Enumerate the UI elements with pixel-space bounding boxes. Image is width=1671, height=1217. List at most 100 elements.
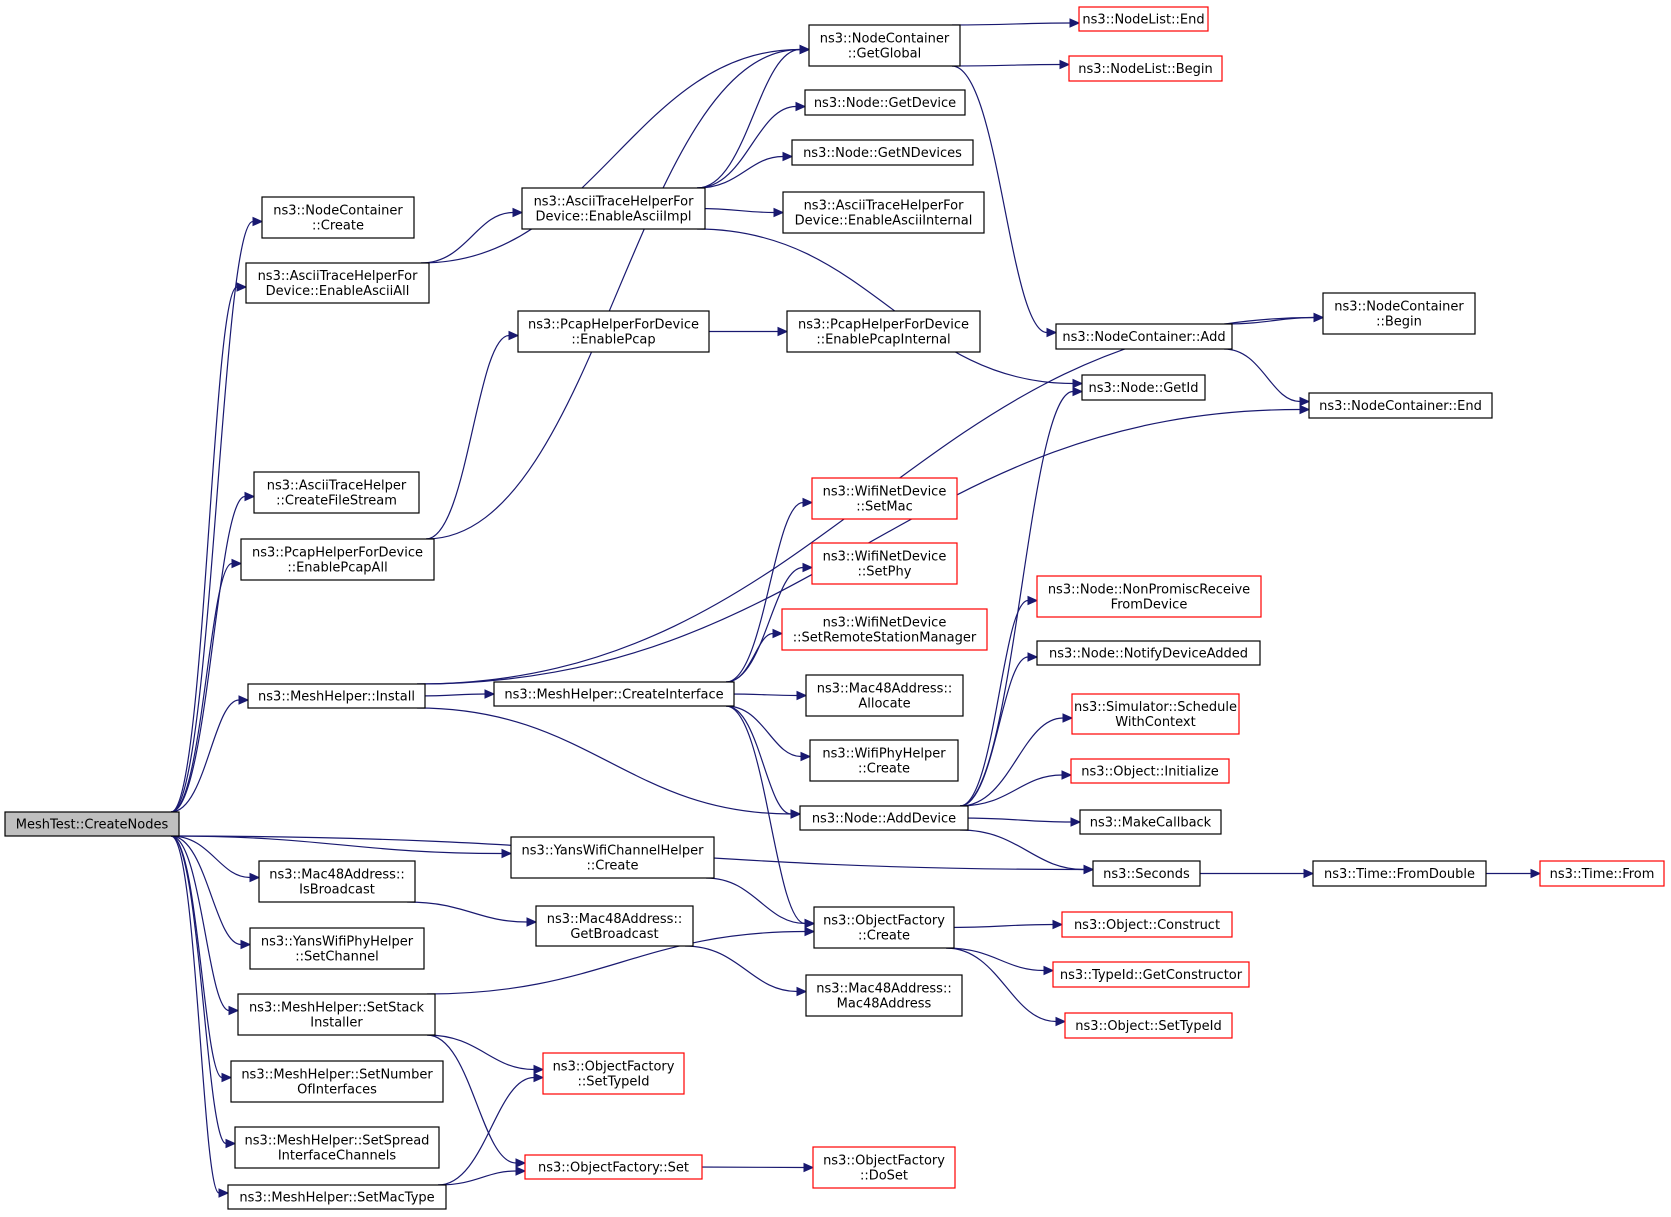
edge-line xyxy=(170,220,254,813)
node-mac-getb[interactable]: ns3::Mac48Address::GetBroadcast xyxy=(535,905,694,947)
arrowhead xyxy=(1069,18,1081,28)
node-box xyxy=(1071,693,1240,735)
node-wnd-setrsm[interactable]: ns3::WifiNetDevice::SetRemoteStationMana… xyxy=(781,608,988,651)
node-box xyxy=(240,538,435,581)
node-time-fromdouble[interactable]: ns3::Time::FromDouble xyxy=(1312,860,1487,887)
node-label: Allocate xyxy=(858,697,910,712)
node-label: ns3::MeshHelper::SetMacType xyxy=(239,1191,434,1206)
node-ascii-impl[interactable]: ns3::AsciiTraceHelperForDevice::EnableAs… xyxy=(521,187,706,230)
node-pcap-internal[interactable]: ns3::PcapHelperForDevice::EnablePcapInte… xyxy=(786,310,981,353)
node-mac-alloc[interactable]: ns3::Mac48Address::Allocate xyxy=(805,674,964,717)
node-ascii-internal[interactable]: ns3::AsciiTraceHelperForDevice::EnableAs… xyxy=(782,191,985,234)
node-ascii-all[interactable]: ns3::AsciiTraceHelperForDevice::EnableAs… xyxy=(245,262,430,304)
node-box xyxy=(261,196,415,239)
arrowhead xyxy=(238,695,250,705)
node-box xyxy=(1068,55,1223,82)
node-label: ns3::Object::Initialize xyxy=(1081,765,1219,780)
node-nc-begin[interactable]: ns3::NodeContainer::Begin xyxy=(1322,292,1476,335)
node-yans-phy-setch[interactable]: ns3::YansWifiPhyHelper::SetChannel xyxy=(249,927,425,970)
node-seconds[interactable]: ns3::Seconds xyxy=(1092,860,1201,887)
node-node-getnd[interactable]: ns3::Node::GetNDevices xyxy=(791,139,974,166)
node-obj-init[interactable]: ns3::Object::Initialize xyxy=(1070,758,1230,784)
arrowhead xyxy=(1299,396,1311,407)
node-mesh-ci[interactable]: ns3::MeshHelper::CreateInterface xyxy=(493,681,735,707)
edge-ascii_impl-to-nc_getglobal xyxy=(696,44,811,189)
node-box xyxy=(1052,961,1250,988)
edge-line xyxy=(725,705,806,925)
edge-ascii_impl-to-node_getdevice xyxy=(696,101,807,189)
node-label: ns3::NodeContainer xyxy=(273,204,403,219)
edge-root-to-yans_ch_create xyxy=(170,835,513,859)
node-obj-construct[interactable]: ns3::Object::Construct xyxy=(1061,911,1233,938)
node-nc-getglobal[interactable]: ns3::NodeContainer::GetGlobal xyxy=(808,24,961,67)
node-box xyxy=(1061,911,1233,938)
node-box xyxy=(1539,860,1665,887)
edge-line xyxy=(170,835,230,1012)
node-nc-create[interactable]: ns3::NodeContainer::Create xyxy=(261,196,415,239)
node-wphy-create[interactable]: ns3::WifiPhyHelper::Create xyxy=(809,739,959,782)
node-label: ns3::AsciiTraceHelper xyxy=(267,479,407,494)
node-of-create[interactable]: ns3::ObjectFactory::Create xyxy=(813,906,955,949)
node-makecb[interactable]: ns3::MakeCallback xyxy=(1079,809,1222,835)
node-yans-ch-create[interactable]: ns3::YansWifiChannelHelper::Create xyxy=(510,836,715,879)
arrowhead xyxy=(221,1072,233,1083)
node-label: ::SetPhy xyxy=(858,565,912,580)
edge-ascii_impl-to-ascii_internal xyxy=(696,207,785,218)
arrowhead xyxy=(231,558,243,569)
node-box xyxy=(1070,758,1230,784)
arrowhead xyxy=(1055,1016,1067,1027)
node-box xyxy=(247,683,426,709)
node-node-getid[interactable]: ns3::Node::GetId xyxy=(1081,374,1206,401)
node-obj-settypeid[interactable]: ns3::Object::SetTypeId xyxy=(1064,1012,1233,1039)
node-wnd-setphy[interactable]: ns3::WifiNetDevice::SetPhy xyxy=(811,542,958,585)
edge-line xyxy=(705,877,806,925)
node-box xyxy=(542,1052,685,1095)
edge-mesh_ci-to-wnd_setrsm xyxy=(725,628,784,683)
node-nl-end[interactable]: ns3::NodeList::End xyxy=(1078,6,1209,32)
node-label: ns3::Mac48Address:: xyxy=(816,982,951,997)
node-of-set[interactable]: ns3::ObjectFactory::Set xyxy=(524,1154,703,1180)
node-pcap-all[interactable]: ns3::PcapHelperForDevice::EnablePcapAll xyxy=(240,538,435,581)
edge-line xyxy=(725,705,802,758)
node-box xyxy=(805,974,963,1017)
node-box xyxy=(1312,860,1487,887)
node-node-getdevice[interactable]: ns3::Node::GetDevice xyxy=(804,89,966,116)
edge-node_adddevice-to-sim_swc xyxy=(959,713,1074,807)
node-mesh-setmac[interactable]: ns3::MeshHelper::SetMacType xyxy=(227,1184,447,1210)
node-time-from[interactable]: ns3::Time::From xyxy=(1539,860,1665,887)
node-mesh-setspread[interactable]: ns3::MeshHelper::SetSpreadInterfaceChann… xyxy=(234,1126,440,1169)
node-label: WithContext xyxy=(1115,715,1195,730)
node-pcap-enable[interactable]: ns3::PcapHelperForDevice::EnablePcap xyxy=(517,310,710,353)
node-nl-begin[interactable]: ns3::NodeList::Begin xyxy=(1068,55,1223,82)
node-ascii-cfs[interactable]: ns3::AsciiTraceHelper::CreateFileStream xyxy=(253,471,420,514)
node-wnd-setmac[interactable]: ns3::WifiNetDevice::SetMac xyxy=(811,477,958,520)
node-label: ::GetGlobal xyxy=(848,47,921,62)
edge-line xyxy=(959,656,1029,807)
node-nc-end[interactable]: ns3::NodeContainer::End xyxy=(1308,392,1493,419)
arrowhead xyxy=(804,918,816,929)
node-mesh-install[interactable]: ns3::MeshHelper::Install xyxy=(247,683,426,709)
node-mac-isb[interactable]: ns3::Mac48Address::IsBroadcast xyxy=(258,860,416,903)
node-node-nda[interactable]: ns3::Node::NotifyDeviceAdded xyxy=(1036,640,1261,666)
arrowhead xyxy=(1046,327,1058,338)
node-box xyxy=(809,739,959,782)
node-typeid-getctor[interactable]: ns3::TypeId::GetConstructor xyxy=(1052,961,1250,988)
node-of-settypeid[interactable]: ns3::ObjectFactory::SetTypeId xyxy=(542,1052,685,1095)
node-nc-add[interactable]: ns3::NodeContainer::Add xyxy=(1055,323,1233,350)
edge-line xyxy=(696,48,801,189)
node-box xyxy=(804,89,966,116)
edge-of_create-to-typeid_getctor xyxy=(945,947,1055,976)
node-mac-ctor[interactable]: ns3::Mac48Address::Mac48Address xyxy=(805,974,963,1017)
node-box xyxy=(493,681,735,707)
node-label: ns3::PcapHelperForDevice xyxy=(528,318,699,333)
arrowhead xyxy=(1061,770,1073,780)
node-of-doset[interactable]: ns3::ObjectFactory::DoSet xyxy=(812,1146,956,1189)
arrowhead xyxy=(790,809,802,819)
node-node-adddevice[interactable]: ns3::Node::AddDevice xyxy=(799,805,969,831)
arrowhead xyxy=(1299,404,1311,415)
node-root[interactable]: MeshTest::CreateNodes xyxy=(4,811,180,837)
